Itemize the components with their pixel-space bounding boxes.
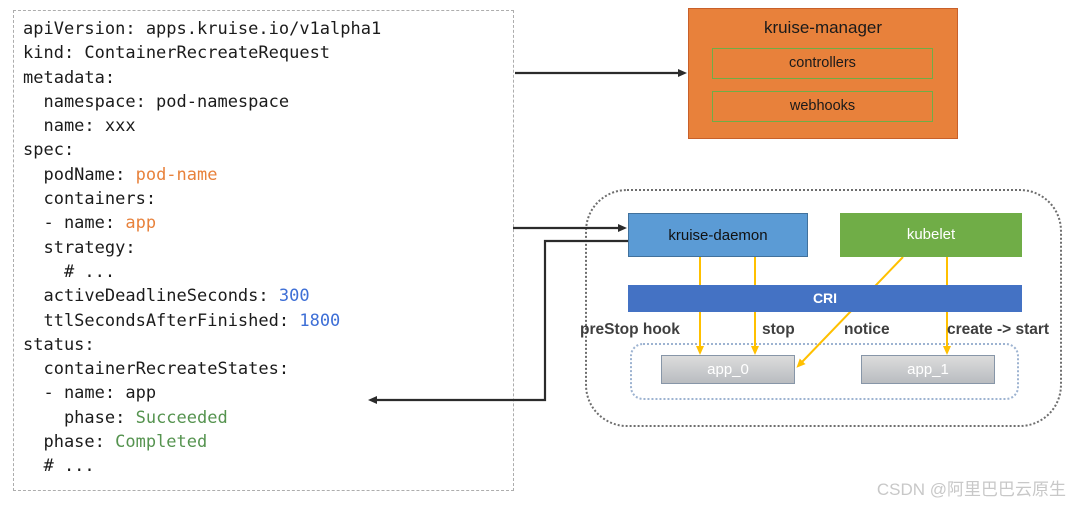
kruise-daemon-box: kruise-daemon	[628, 213, 808, 257]
label-prestop-hook: preStop hook	[580, 321, 680, 338]
csdn-watermark: CSDN @阿里巴巴云原生	[876, 480, 1066, 499]
app-1-box: app_1	[861, 355, 995, 384]
label-notice: notice	[844, 321, 890, 338]
controllers-box: controllers	[712, 48, 933, 79]
webhooks-box: webhooks	[712, 91, 933, 122]
kruise-manager-box: kruise-manager controllers webhooks	[688, 8, 958, 139]
kruise-manager-title: kruise-manager	[763, 18, 883, 37]
label-create-start: create -> start	[947, 321, 1050, 338]
app-0-box: app_0	[661, 355, 795, 384]
cri-bar: CRI	[628, 285, 1022, 312]
label-stop: stop	[762, 321, 795, 338]
kubelet-box: kubelet	[840, 213, 1022, 257]
